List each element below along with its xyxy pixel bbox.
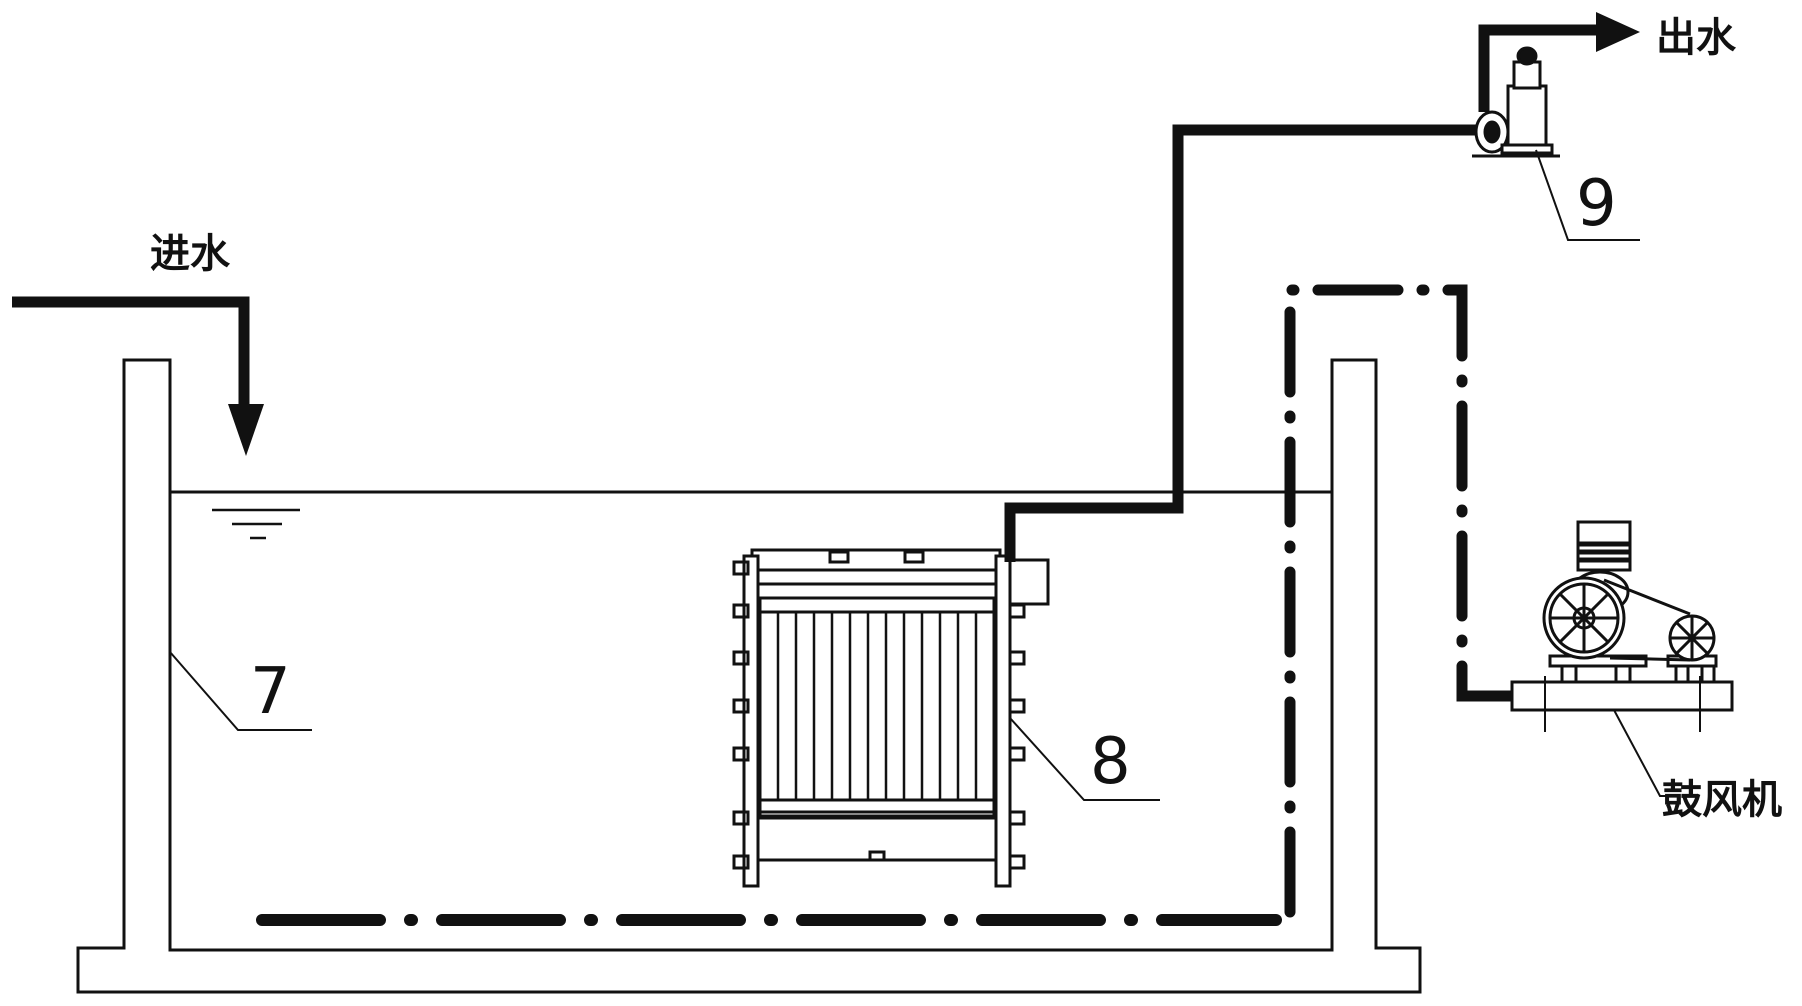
tank-leader: [169, 651, 312, 731]
membrane-leader: [1009, 717, 1160, 801]
tank-outline: [76, 358, 1422, 994]
membrane-tubes: [776, 612, 978, 800]
air-pipe: [256, 284, 1518, 926]
outlet-label: 出水: [1656, 15, 1736, 61]
pump: [1472, 46, 1560, 158]
blower-unit: [1510, 520, 1734, 732]
tank: [76, 358, 1422, 994]
inlet-label: 进水: [150, 231, 230, 277]
outlet-arrow: [1596, 12, 1640, 52]
water-level-symbol: [212, 508, 300, 540]
blower-leader: [1613, 709, 1668, 797]
callout-leaders: [169, 149, 1668, 801]
outlet-pipe: [1478, 12, 1640, 112]
membrane-callout-number: 8: [1090, 725, 1131, 799]
permeate-pipe: [1004, 124, 1480, 562]
inlet-pipe: [12, 296, 264, 456]
tank-callout-number: 7: [250, 655, 291, 729]
pump-leader: [1535, 149, 1640, 241]
inlet-arrow: [228, 404, 264, 456]
membrane-module: [732, 548, 1050, 888]
blower-label: 鼓风机: [1662, 777, 1782, 823]
pump-callout-number: 9: [1576, 167, 1617, 241]
